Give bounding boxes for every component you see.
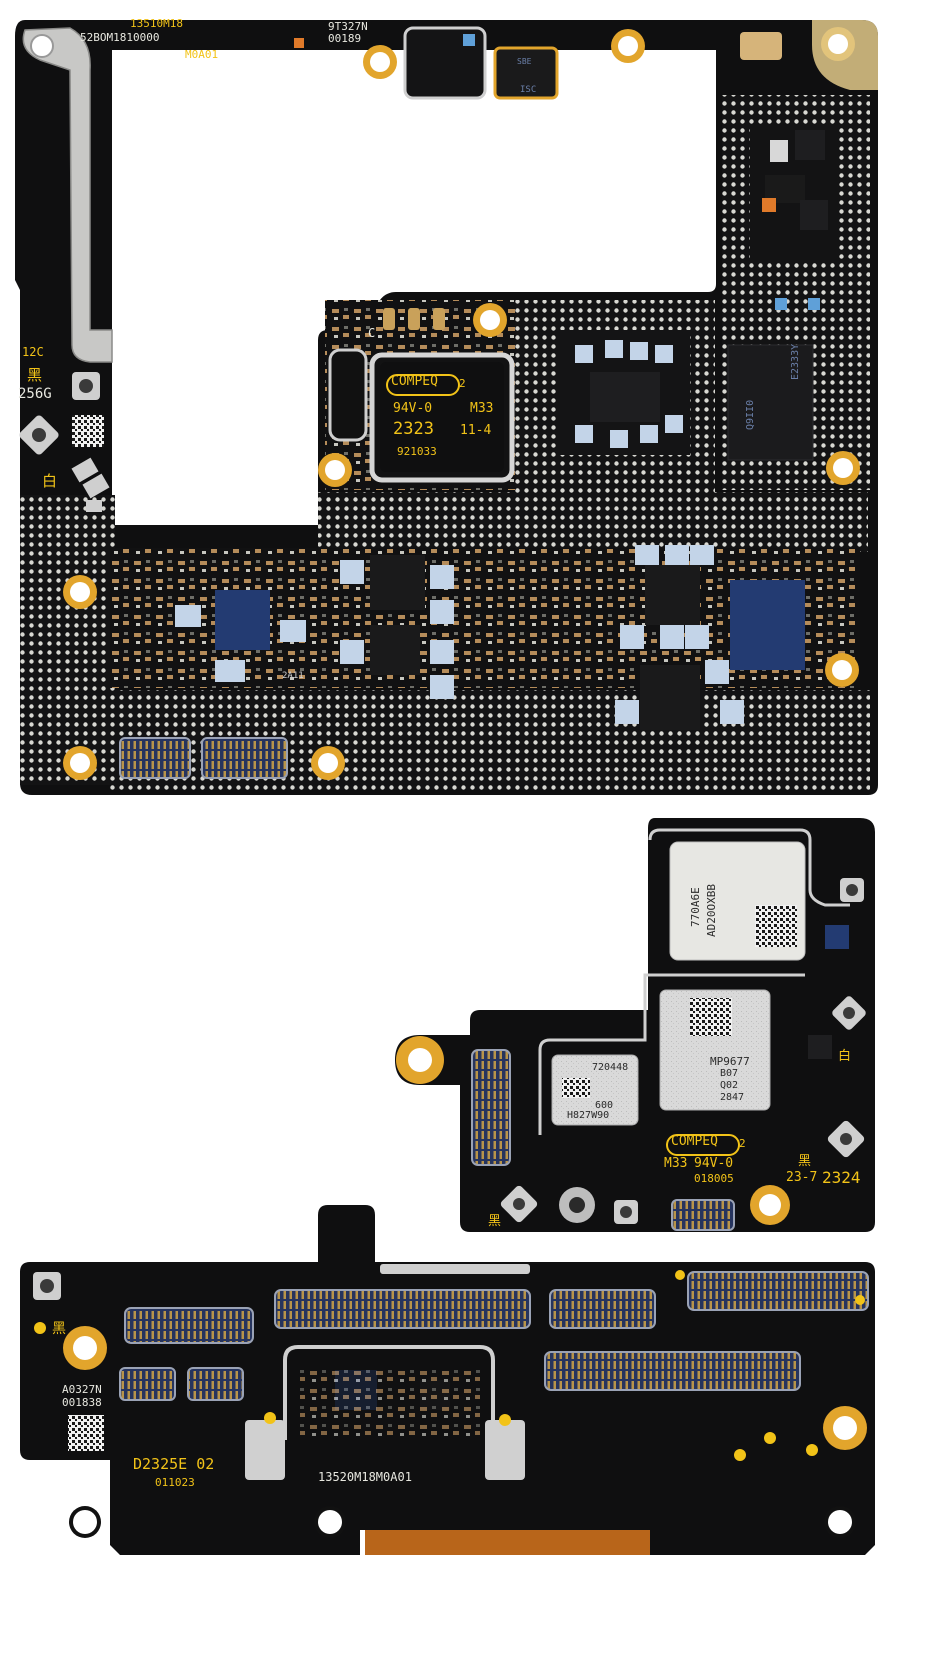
metal-bracket-arm xyxy=(22,27,113,363)
bottom-qr-code xyxy=(68,1415,104,1451)
module-720448-label: 720448 xyxy=(592,1062,629,1073)
antenna-connectors-main xyxy=(19,372,100,455)
shield-frame-route xyxy=(648,828,850,907)
sub-compeq-lot: 018005 xyxy=(694,1172,734,1185)
top-orange-chip xyxy=(294,38,304,48)
chip-processor-code: E2333Y xyxy=(790,343,801,380)
sub-compeq-superscript: 2 xyxy=(739,1137,746,1150)
bottom-clip-left xyxy=(245,1420,285,1480)
sub-compeq-rating: 94V-0 xyxy=(694,1156,734,1171)
module-720448-qr xyxy=(562,1078,590,1098)
rf-module-label: 770A6E xyxy=(689,887,702,927)
main-board xyxy=(15,20,878,795)
chip-processor-code-2: Q9II0 xyxy=(745,399,756,430)
bottom-connector-4 xyxy=(687,1271,869,1311)
via-field-middle xyxy=(318,492,868,552)
chip-top-right-b xyxy=(770,140,788,162)
bracket-hole xyxy=(30,34,54,58)
sub-chip-dark xyxy=(808,1035,832,1059)
rf-module-770a6e-qr xyxy=(755,905,797,947)
module-720448-label-2: 600 xyxy=(595,1100,614,1111)
sub-antenna-connectors xyxy=(500,878,866,1224)
module-720448 xyxy=(551,1054,639,1126)
mounting-holes-bottom xyxy=(63,1326,867,1538)
chip-module-2a11: 2A11 xyxy=(282,671,304,681)
gold-test-points xyxy=(34,1270,865,1461)
bottom-connector-7 xyxy=(187,1367,244,1401)
bottom-clip-right xyxy=(485,1420,525,1480)
chip-top-right-blue-a xyxy=(775,298,787,310)
bottom-connector-1 xyxy=(124,1307,254,1344)
chip-top-right-a xyxy=(795,130,825,160)
chip-blue-left xyxy=(215,590,270,650)
module-720448-label-3: H827W90 xyxy=(567,1110,610,1121)
bottom-board xyxy=(20,1205,875,1555)
compeq-logo-box xyxy=(386,374,460,396)
compeq-brand: COMPEQ xyxy=(391,374,438,389)
compeq-rating: 94V-0 xyxy=(393,401,433,416)
compeq-lot: 921033 xyxy=(397,445,437,458)
top-gold-pad xyxy=(740,32,782,60)
processor-chip-right xyxy=(727,344,814,461)
sub-compeq-line: M33 xyxy=(664,1156,688,1171)
compeq-week: 11-4 xyxy=(460,423,492,438)
main-connector-left xyxy=(119,737,191,779)
wifi-module-mp9677-qr xyxy=(690,998,732,1036)
chip-top-right-blue-b xyxy=(808,298,820,310)
bottom-connector-6 xyxy=(119,1367,176,1401)
wifi-module-label-4: 2847 xyxy=(720,1092,745,1103)
sub-right-board xyxy=(395,818,875,1232)
sub-chip-blue xyxy=(825,925,849,949)
sub-board-connector xyxy=(471,1049,511,1166)
chip-mid-a xyxy=(370,555,425,610)
sub-compeq-brand: COMPEQ xyxy=(671,1134,718,1149)
small-shield-left xyxy=(328,348,368,442)
wifi-module-label-3: Q02 xyxy=(720,1080,739,1091)
bottom-shield-frame xyxy=(283,1345,495,1440)
chip-memory-top: SBE xyxy=(517,57,532,66)
main-qr-code xyxy=(72,415,104,447)
pmic-pads xyxy=(575,340,683,448)
bottom-gold-strip xyxy=(365,1530,650,1555)
bottom-connector-3 xyxy=(549,1289,656,1329)
rf-module-label-2: AD20OXBB xyxy=(705,884,718,937)
bottom-connector-2 xyxy=(274,1289,531,1329)
shield-frame-route-2 xyxy=(538,973,805,1135)
sub-compeq-logo-box xyxy=(666,1134,740,1156)
via-field-left xyxy=(20,495,115,785)
compeq-line: M33 xyxy=(470,401,494,416)
wifi-module-label-2: B07 xyxy=(720,1068,739,1079)
compeq-shield-inner xyxy=(380,362,504,472)
wifi-module-label: MP9677 xyxy=(710,1055,750,1068)
light-blue-pads xyxy=(175,545,744,724)
chip-memory-isc: ISC xyxy=(520,85,537,95)
metal-clips xyxy=(71,457,110,512)
top-blue-chip xyxy=(463,34,475,46)
wifi-module-mp9677 xyxy=(659,989,771,1111)
top-chip-isc xyxy=(493,46,559,100)
chip-mid-b xyxy=(370,625,420,675)
bottom-metal-bar xyxy=(380,1264,530,1274)
gold-corner-tab xyxy=(812,20,878,90)
chip-top-right-orange xyxy=(762,198,776,212)
chip-top-right-d xyxy=(800,200,828,230)
main-connector-right xyxy=(201,737,288,779)
compeq-date: 2323 xyxy=(393,419,434,439)
chip-mid-c xyxy=(645,565,700,625)
sub-connector-small xyxy=(671,1199,735,1231)
compeq-superscript: 2 xyxy=(459,377,466,390)
chip-blue-right xyxy=(730,580,805,670)
bottom-passives xyxy=(300,1370,480,1440)
chip-mid-d xyxy=(640,665,700,730)
bottom-connector-5 xyxy=(544,1351,801,1391)
gold-pads-c xyxy=(383,308,445,330)
